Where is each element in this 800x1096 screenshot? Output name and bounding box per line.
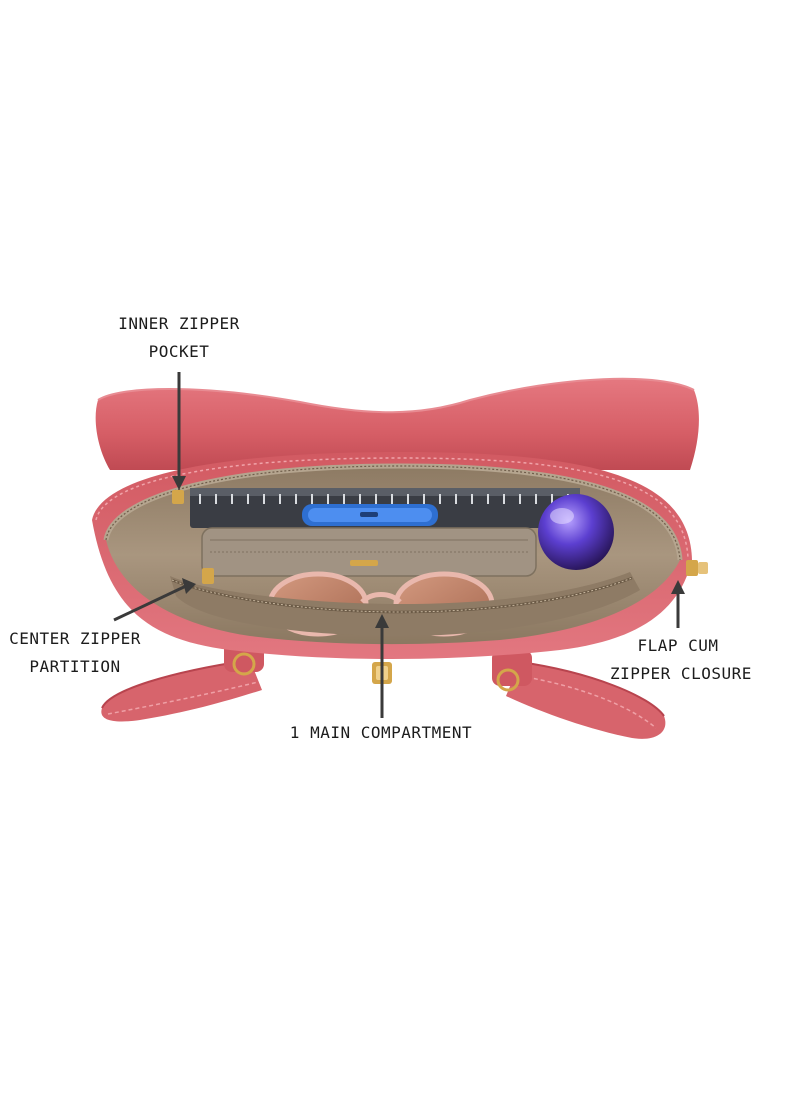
pouch	[201, 527, 537, 577]
purple-compact	[538, 494, 614, 570]
flap-zipper-closure-label: FLAP CUM ZIPPER CLOSURE	[610, 636, 752, 683]
inner-zipper-pocket-label: INNER ZIPPER POCKET	[118, 314, 240, 361]
zipper-pulls	[172, 490, 708, 584]
main-compartment-label: 1 MAIN COMPARTMENT	[289, 723, 473, 742]
center-zipper-partition	[170, 572, 640, 636]
center-zipper-partition-label: CENTER ZIPPER PARTITION	[9, 629, 141, 676]
callout-arrows	[113, 372, 685, 718]
smartphone	[302, 504, 438, 526]
bag-flap	[95, 377, 699, 470]
